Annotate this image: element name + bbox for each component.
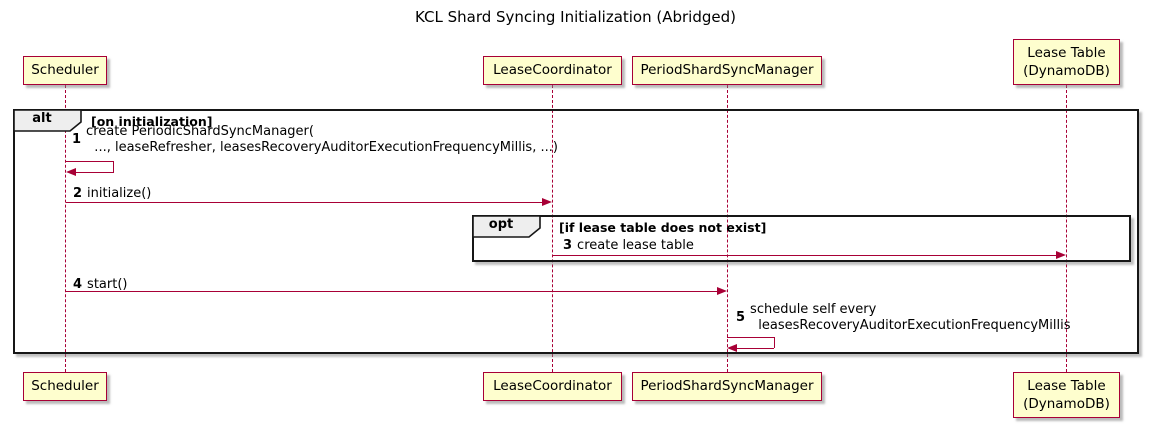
arrow-line (66, 161, 113, 162)
message-5-text: schedule self every leasesRecoveryAudito… (750, 302, 1071, 333)
arrow-line (774, 337, 775, 348)
participant-lease-table-bottom: Lease Table (DynamoDB) (1013, 372, 1120, 418)
arrowhead-right-icon (717, 287, 727, 295)
message-3-text: create lease table (577, 238, 694, 253)
alt-operator-label: alt (32, 111, 52, 126)
message-2-text: initialize() (87, 186, 152, 201)
message-2-label: 2 initialize() (73, 186, 151, 202)
arrow-line (113, 161, 114, 173)
lifeline-lease-table (1066, 85, 1067, 372)
participant-period-shard-sync-manager-bottom: PeriodShardSyncManager (632, 372, 822, 401)
lifeline-lease-coordinator (552, 85, 553, 372)
opt-frame: opt [if lease table does not exist] (472, 215, 1131, 262)
arrow-line (66, 202, 543, 203)
message-2-number: 2 (73, 186, 83, 201)
arrowhead-right-icon (1056, 251, 1066, 259)
arrow-line (735, 348, 774, 349)
arrow-line (552, 255, 1057, 256)
arrowhead-left-icon (727, 344, 737, 352)
opt-operator-label: opt (488, 217, 514, 232)
opt-frame-tab-shape (472, 215, 541, 238)
message-5-number: 5 (736, 310, 746, 325)
lifeline-scheduler (65, 85, 66, 372)
message-4-number: 4 (73, 277, 83, 292)
message-4-label: 4 start() (73, 277, 127, 293)
participant-lease-table-top: Lease Table (DynamoDB) (1013, 39, 1120, 85)
message-1-number: 1 (72, 132, 82, 147)
lifeline-period-shard-sync-manager (727, 85, 728, 372)
participant-scheduler-bottom: Scheduler (23, 372, 107, 401)
participant-scheduler-top: Scheduler (23, 56, 107, 85)
message-5-label: 5 schedule self every leasesRecoveryAudi… (736, 302, 1071, 334)
arrowhead-left-icon (66, 168, 76, 176)
message-3-label: 3 create lease table (563, 238, 694, 254)
message-3-number: 3 (563, 238, 573, 253)
participant-lease-coordinator-top: LeaseCoordinator (483, 56, 622, 85)
message-1-text: create PeriodicShardSyncManager( ..., le… (86, 124, 558, 155)
alt-frame: alt [on initialization] (13, 109, 1139, 354)
alt-frame-tab-shape (13, 109, 82, 132)
participant-period-shard-sync-manager-top: PeriodShardSyncManager (632, 56, 822, 85)
arrowhead-right-icon (542, 198, 552, 206)
alt-condition-label: [on initialization] (91, 114, 213, 129)
participant-lease-coordinator-bottom: LeaseCoordinator (483, 372, 622, 401)
message-4-text: start() (87, 277, 128, 292)
diagram-title: KCL Shard Syncing Initialization (Abridg… (415, 8, 736, 26)
arrow-line (727, 337, 774, 338)
message-1-label: 1 create PeriodicShardSyncManager( ..., … (72, 124, 558, 156)
arrow-line (66, 291, 718, 292)
arrow-line (74, 172, 113, 173)
opt-condition-label: [if lease table does not exist] (559, 220, 767, 235)
